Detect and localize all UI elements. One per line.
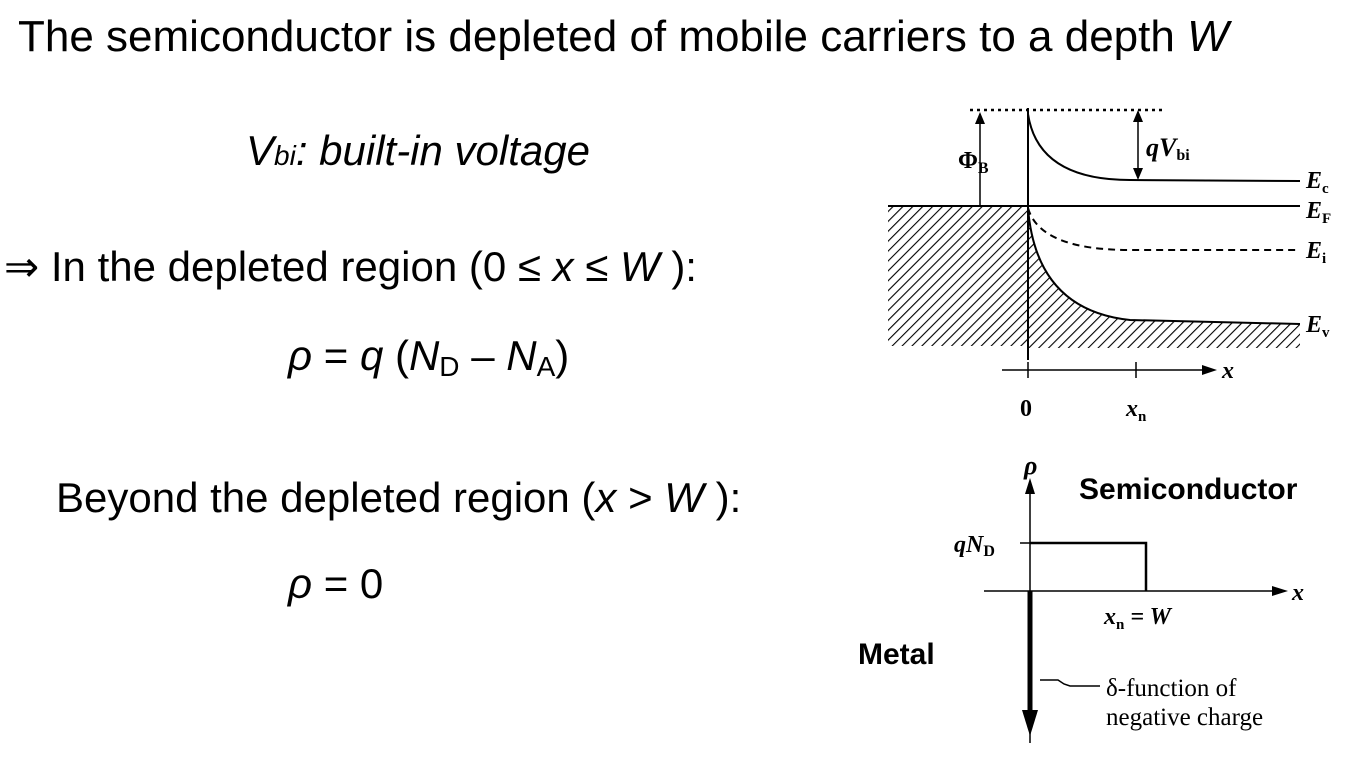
delta-caption-2: negative charge [1106, 704, 1263, 731]
depleted-le: ≤ [573, 243, 620, 290]
metal-hatch [888, 206, 1028, 346]
rho-na-sub: A [536, 351, 556, 382]
rho-minus: – [459, 332, 507, 379]
phi-b-label: ΦB [958, 148, 989, 177]
xn-w-label: xn = W [1103, 604, 1173, 633]
beyond-gt: > [616, 474, 665, 521]
qvbi-arrowhead-top [1133, 110, 1143, 122]
phi-b-arrowhead [975, 112, 985, 124]
rho-depleted-equation: ρ = q (ND – NA) [288, 332, 569, 383]
vbi-definition: Vbi: built-in voltage [246, 127, 590, 175]
slide-title: The semiconductor is depleted of mobile … [18, 12, 1229, 62]
valence-hatch [1028, 208, 1300, 348]
rho-axis-label: ρ [1023, 451, 1037, 480]
charge-x-arrowhead [1272, 586, 1288, 596]
band-diagram: ΦB qVbi Ec EF Ei Ev x 0 xn [888, 108, 1331, 425]
beyond-w: W [664, 474, 704, 521]
rho-nd: N [408, 332, 440, 379]
vbi-text: : built-in voltage [295, 127, 590, 174]
beyond-region-line: Beyond the depleted region (x > W ): [56, 474, 741, 522]
rho-nd-sub: D [439, 351, 460, 382]
ec-curve [1027, 113, 1301, 182]
depleted-text: In the depleted region (0 ≤ [39, 243, 553, 290]
vbi-subscript: bi [274, 140, 296, 171]
delta-arrowhead [1022, 710, 1038, 736]
title-text: The semiconductor is depleted of mobile … [18, 12, 1188, 61]
rho-q: q [359, 332, 384, 379]
beyond-end: ): [703, 474, 742, 521]
ei-curve [1027, 207, 1300, 251]
depleted-region-line: ⇒ In the depleted region (0 ≤ x ≤ W ): [4, 242, 697, 291]
qnd-label: qND [954, 532, 995, 560]
charge-x-label: x [1291, 580, 1304, 606]
depleted-w: W [620, 243, 660, 290]
band-x-label: x [1221, 358, 1234, 384]
depleted-x: x [552, 243, 574, 290]
semiconductor-label: Semiconductor [1079, 473, 1298, 506]
rho-close: ) [555, 332, 570, 379]
rho2-eq: = 0 [312, 560, 384, 607]
rho-na: N [506, 332, 537, 379]
positive-charge-box [1030, 541, 1148, 591]
qvbi-label: qVbi [1146, 133, 1190, 164]
tick-xn-label: xn [1125, 396, 1147, 425]
ev-curve [1027, 207, 1301, 325]
depleted-end: ): [659, 243, 697, 290]
delta-leader-line [1040, 679, 1100, 687]
beyond-text: Beyond the depleted region ( [56, 474, 596, 521]
ev-label: Ev [1305, 312, 1330, 341]
band-x-arrowhead [1202, 365, 1217, 375]
rho-beyond-equation: ρ = 0 [288, 560, 383, 608]
rho2-symbol: ρ [288, 560, 313, 607]
rho-symbol: ρ [288, 332, 313, 379]
implies-arrow: ⇒ [4, 243, 40, 290]
delta-caption-1: δ-function of [1106, 675, 1237, 702]
title-var-w: W [1187, 12, 1229, 61]
tick-0-label: 0 [1020, 396, 1032, 422]
rho-arrowhead [1025, 478, 1035, 494]
ec-label: Ec [1305, 168, 1329, 197]
vbi-symbol: V [246, 127, 275, 174]
ef-label: EF [1305, 198, 1331, 227]
ei-label: Ei [1305, 238, 1326, 267]
rho-eq: = [312, 332, 360, 379]
metal-label: Metal [858, 638, 935, 671]
charge-diagram: ρ x qND xn = W δ-function of negative ch… [954, 451, 1304, 743]
rho-open: ( [383, 332, 409, 379]
qvbi-arrowhead-bottom [1133, 168, 1143, 180]
beyond-x: x [595, 474, 617, 521]
